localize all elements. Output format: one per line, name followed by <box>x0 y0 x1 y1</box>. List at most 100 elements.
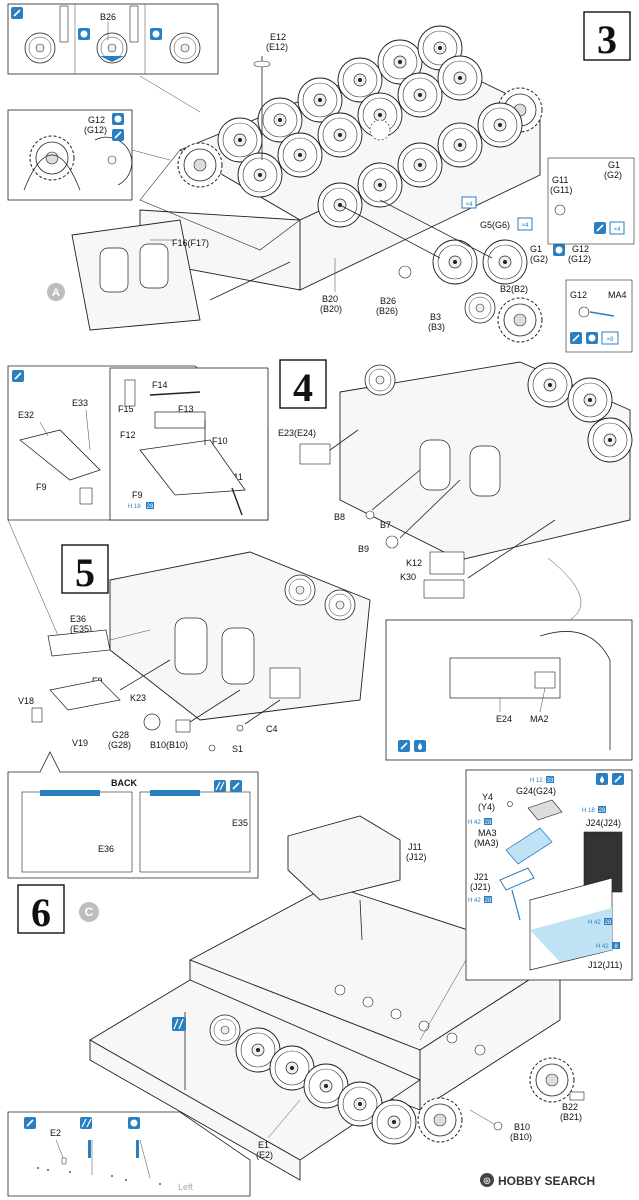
label-g1-lower: G1 <box>530 244 542 254</box>
paint-code-6: H 42 <box>596 944 609 950</box>
step-5-number: 5 <box>75 550 95 595</box>
step-3: 3 B26 G12 (G12) <box>7 3 635 353</box>
label-y4-alt: (Y4) <box>478 802 495 812</box>
paint-code-8: H 42 <box>588 920 601 926</box>
label-g5: G5(G6) <box>480 220 510 230</box>
cement-icon <box>570 332 582 344</box>
paint-code-1-num: 28 <box>147 504 154 510</box>
label-b10-step6: B10 <box>514 1122 530 1132</box>
part-orientation-icon <box>128 1117 140 1129</box>
label-f15: F15 <box>118 404 134 414</box>
label-b3-alt: (B3) <box>428 322 445 332</box>
label-left: Left <box>178 1182 194 1192</box>
step-3-number-box <box>583 11 631 61</box>
label-j11: J11 <box>408 842 422 852</box>
cement-icon <box>398 740 410 752</box>
cement-icon <box>112 129 124 141</box>
cement-icon <box>11 7 23 19</box>
label-g24: G24(G24) <box>516 786 556 796</box>
label-g28: G28 <box>112 730 129 740</box>
paint-code-4: H 18 <box>582 808 595 814</box>
paint-code-8-num: 28 <box>605 920 612 926</box>
marker-a-label: A <box>52 287 60 299</box>
paint-code-4-num: 28 <box>599 808 606 814</box>
label-e35-back: E35 <box>232 818 248 828</box>
label-g1: G1 <box>608 160 620 170</box>
cement-icon <box>24 1117 36 1129</box>
watermark-logo-icon: ⊛ <box>483 1176 491 1187</box>
label-k12: K12 <box>406 558 422 568</box>
label-ma2: MA2 <box>530 714 549 724</box>
label-g12-lower-alt: (G12) <box>568 254 591 264</box>
label-e1: E1 <box>258 1140 269 1150</box>
label-c4: C4 <box>266 724 278 734</box>
step-5-number-box <box>61 544 109 594</box>
part-orientation-icon <box>586 332 598 344</box>
label-g28-alt: (G28) <box>108 740 131 750</box>
repeat-x4-c: ×4 <box>614 227 622 233</box>
step-6-number-box <box>17 884 65 934</box>
label-g1-alt: (G2) <box>604 170 622 180</box>
marker-a <box>47 283 65 301</box>
paint-code-3: H 42 <box>468 820 481 826</box>
label-f14: F14 <box>152 380 168 390</box>
label-b8: B8 <box>334 512 345 522</box>
label-k30: K30 <box>400 572 416 582</box>
label-e1-alt: (E2) <box>256 1150 273 1160</box>
label-g12-inset: G12 <box>88 115 105 125</box>
step-4-number-box <box>279 359 327 409</box>
label-b10: B10(B10) <box>150 740 188 750</box>
label-ma3-alt: (MA3) <box>474 838 499 848</box>
label-v18: V18 <box>18 696 34 706</box>
step-4: 4 F14 F15 F13 F12 F10 F11 F9 H 18 28 E32… <box>7 359 633 761</box>
paint-code-3-num: 28 <box>485 820 492 826</box>
label-f9-left: F9 <box>36 482 47 492</box>
cement-icon <box>594 222 606 234</box>
label-j21: J21 <box>474 872 489 882</box>
step-4-number: 4 <box>293 365 313 410</box>
part-orientation-icon <box>150 28 162 40</box>
label-e36-back: E36 <box>98 844 114 854</box>
label-b26-inset: B26 <box>100 12 116 22</box>
label-e33: E33 <box>72 398 88 408</box>
label-k23: K23 <box>130 693 146 703</box>
label-b9: B9 <box>358 544 369 554</box>
label-b22-alt: (B21) <box>560 1112 582 1122</box>
paint-icon <box>596 773 608 785</box>
label-b20-alt: (B20) <box>320 304 342 314</box>
paint-code-1: H 18 <box>128 504 141 510</box>
label-b26-alt: (B26) <box>376 306 398 316</box>
label-g11: G11 <box>552 175 568 185</box>
label-g12-ma4: G12 <box>570 290 587 300</box>
label-f12: F12 <box>120 430 136 440</box>
label-b10-step6-alt: (B10) <box>510 1132 532 1142</box>
label-y4: Y4 <box>482 792 493 802</box>
optional-icon <box>80 1117 92 1129</box>
label-b7: B7 <box>380 520 391 530</box>
repeat-x4-a: ×4 <box>466 202 474 208</box>
cement-icon <box>612 773 624 785</box>
cement-icon <box>12 370 24 382</box>
label-e24: E24 <box>496 714 512 724</box>
paint-code-5-num: 28 <box>485 898 492 904</box>
label-j12: J12(J11) <box>588 960 622 970</box>
label-ma3: MA3 <box>478 828 497 838</box>
label-ma4: MA4 <box>608 290 627 300</box>
label-e35: (E35) <box>70 624 92 634</box>
label-e12: E12 <box>270 32 286 42</box>
repeat-x4-b: ×4 <box>522 223 530 229</box>
label-g11-alt: (G11) <box>550 185 572 195</box>
step-3-number: 3 <box>597 17 617 62</box>
marker-c <box>79 902 99 922</box>
step-5: 5 E36 (E35) V18 F9 V19 K23 G28 (G28) B10… <box>7 544 371 879</box>
paint-code-2-num: 33 <box>547 778 554 784</box>
label-b20: B20 <box>322 294 338 304</box>
paint-code-6-num: 8 <box>614 944 618 950</box>
part-orientation-icon <box>78 28 90 40</box>
optional-icon <box>172 1017 186 1031</box>
label-e2: E2 <box>50 1128 61 1138</box>
label-back: BACK <box>111 778 137 788</box>
marker-c-label: C <box>85 905 94 919</box>
paint-icon <box>414 740 426 752</box>
